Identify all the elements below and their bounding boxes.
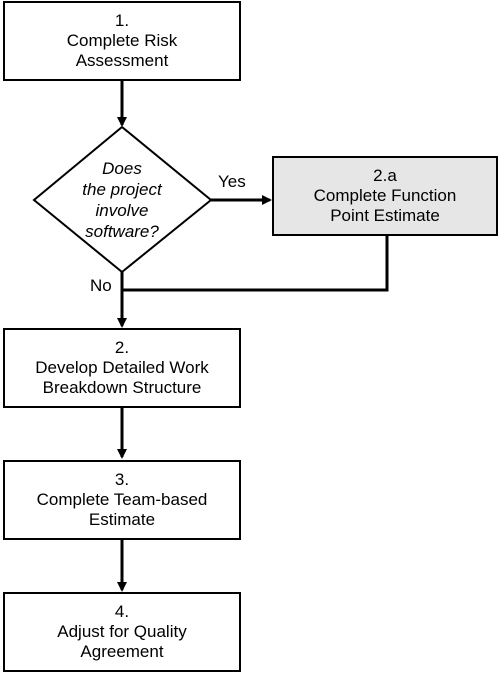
step1-box: 1. Complete Risk Assessment bbox=[3, 1, 241, 81]
step2a-line1: Complete Function bbox=[313, 186, 457, 205]
step3-line2: Estimate bbox=[88, 510, 156, 529]
step3-box: 3. Complete Team-based Estimate bbox=[3, 460, 241, 540]
yes-label: Yes bbox=[218, 172, 246, 191]
decision-text: Does the project involve software? bbox=[52, 155, 192, 245]
decision-line3: involve bbox=[95, 201, 149, 220]
step1-number: 1. bbox=[114, 11, 130, 30]
step3-line1: Complete Team-based bbox=[36, 490, 208, 509]
step2-number: 2. bbox=[114, 338, 130, 357]
step4-box: 4. Adjust for Quality Agreement bbox=[3, 592, 241, 672]
decision-line4: software? bbox=[85, 222, 159, 241]
step4-number: 4. bbox=[114, 602, 130, 621]
connector-step2a-return bbox=[122, 235, 389, 292]
step1-line1: Complete Risk bbox=[66, 31, 178, 50]
step2a-box: 2.a Complete Function Point Estimate bbox=[272, 156, 498, 236]
step2-line2: Breakdown Structure bbox=[42, 378, 202, 397]
decision-line1: Does bbox=[102, 159, 142, 178]
decision-line2: the project bbox=[82, 180, 162, 199]
step1-line2: Assessment bbox=[75, 51, 169, 70]
step2a-number: 2.a bbox=[373, 166, 397, 185]
no-label: No bbox=[90, 276, 112, 295]
step2-box: 2. Develop Detailed Work Breakdown Struc… bbox=[3, 328, 241, 408]
step3-number: 3. bbox=[114, 470, 130, 489]
step2-line1: Develop Detailed Work bbox=[35, 358, 209, 377]
step2a-line2: Point Estimate bbox=[330, 206, 440, 225]
step4-line2: Agreement bbox=[80, 642, 164, 661]
step4-line1: Adjust for Quality bbox=[57, 622, 187, 641]
